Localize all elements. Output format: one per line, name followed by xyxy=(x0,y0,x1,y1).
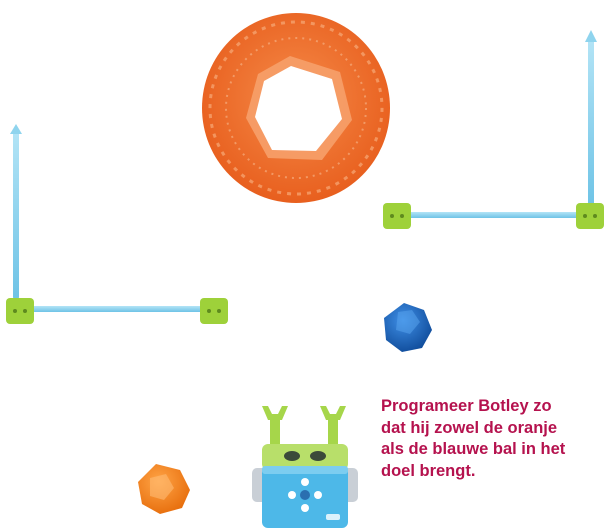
left-stick-goal-icon xyxy=(6,124,228,324)
right-stick-goal-icon xyxy=(383,30,604,229)
target-ring-icon xyxy=(202,13,390,203)
instruction-caption: Programeer Botley zo dat hij zowel de or… xyxy=(381,397,566,480)
blue-ball-icon xyxy=(384,303,432,352)
orange-ball-icon xyxy=(138,464,190,514)
botley-robot-icon xyxy=(252,406,358,528)
